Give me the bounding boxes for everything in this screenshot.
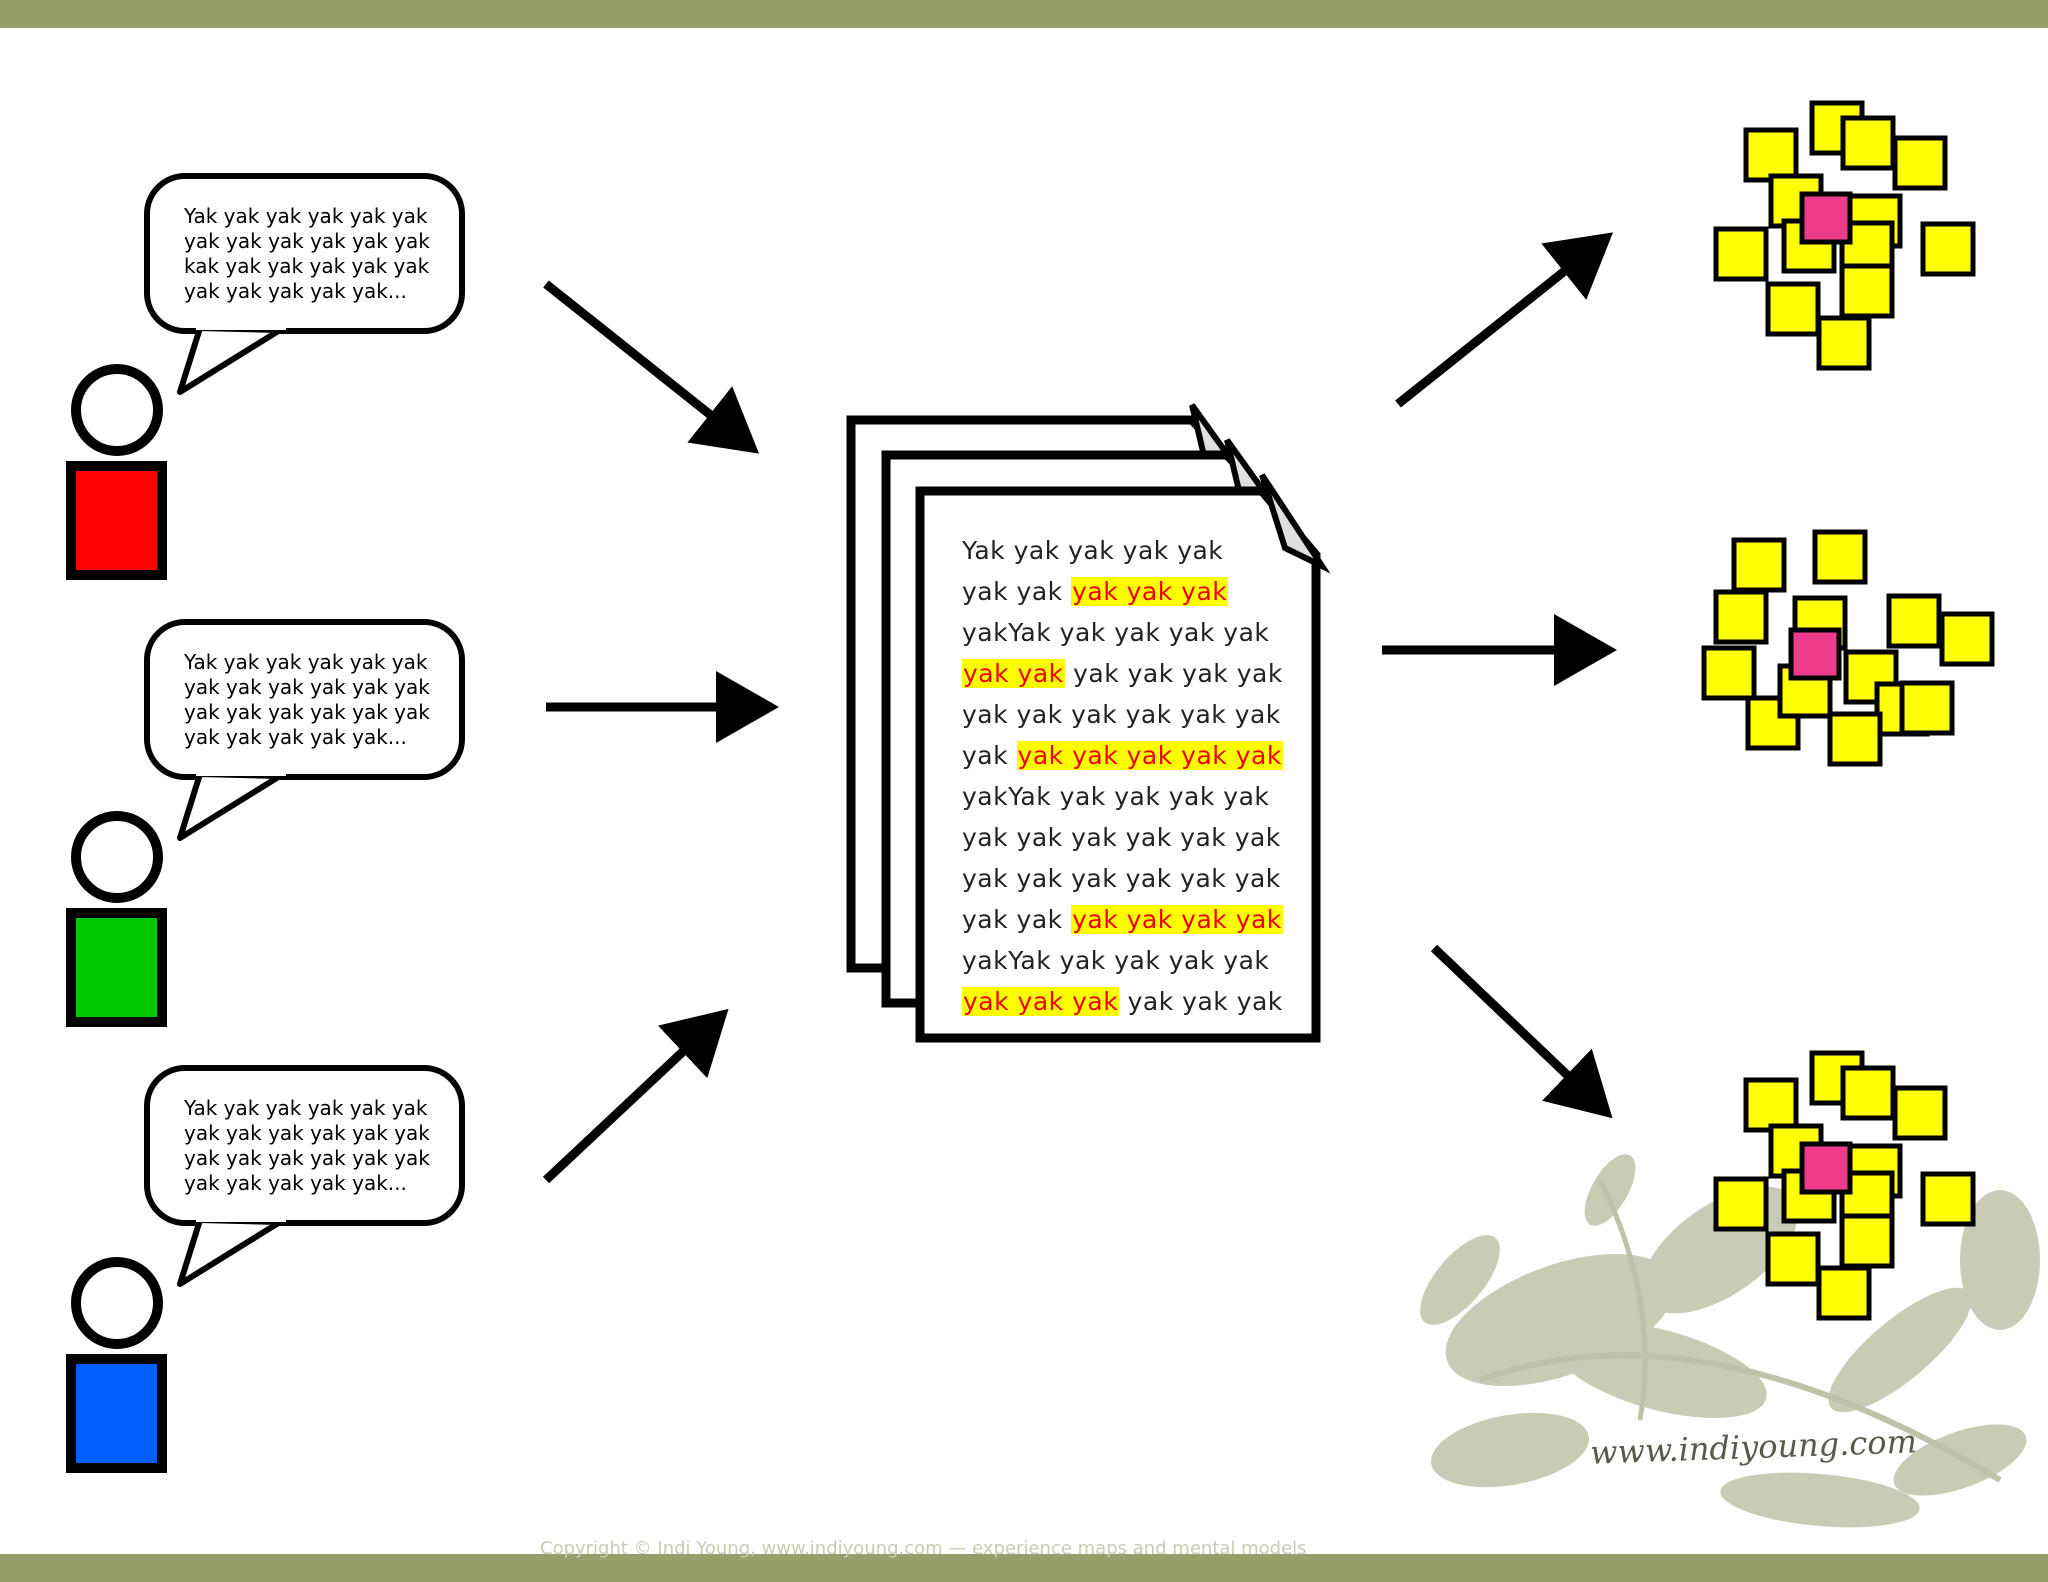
document-line: yak yak yak yak yak yak [962,823,1281,852]
sticky-note [1892,135,1948,191]
document-line: yakYak yak yak yak yak [962,618,1270,647]
speech-line: Yak yak yak yak yak yak [184,204,428,228]
sticky-note [1816,315,1872,371]
speech-line: yak yak yak yak yak yak [184,675,430,699]
document-line: yakYak yak yak yak yak [962,782,1270,811]
sticky-note [1892,1085,1948,1141]
top-band [0,0,2048,28]
sticky-note [1765,1231,1821,1287]
person-body [66,908,167,1027]
person-red [66,364,167,580]
document-line: yak yak yak yak yak yak [962,700,1281,729]
sticky-note [1816,1265,1872,1321]
sticky-cluster-middle [1701,529,1995,767]
sticky-note [1839,263,1895,319]
sticky-note [1920,1171,1976,1227]
speech-bubble-1: Yak yak yak yak yak yak yak yak yak yak … [184,204,430,304]
speech-line: Yak yak yak yak yak yak [184,1096,428,1120]
sticky-cluster-bottom [1713,1050,1976,1321]
person-body [66,461,167,580]
sticky-note-highlighted [1799,191,1853,245]
sticky-note [1743,127,1799,183]
sticky-note [1839,1213,1895,1269]
sticky-note [1840,115,1896,171]
sticky-note [1939,611,1995,667]
arrow-out-1 [1395,232,1614,408]
person-blue [66,1257,167,1473]
speech-bubble-3: Yak yak yak yak yak yak yak yak yak yak … [184,1096,430,1196]
arrow-in-1 [543,280,760,454]
speech-bubble-shape-2 [144,619,465,841]
document-line: yak yak yak yak yak yak [962,864,1281,893]
document-line: Yak yak yak yak yak [962,536,1224,565]
arrow-in-3 [542,1008,729,1184]
document-line: yakYak yak yak yak yak [962,946,1270,975]
speech-line: yak yak yak yak yak yak [184,1121,430,1145]
speech-bubble-shape-1 [144,173,465,395]
sticky-note [1731,537,1787,593]
sticky-note [1920,221,1976,277]
sticky-note [1886,593,1942,649]
footer-text: Copyright © Indi Young, www.indiyoung.co… [540,1538,1307,1558]
bottom-band [0,1554,2048,1582]
sticky-note [1713,589,1769,645]
sticky-note [1701,645,1757,701]
speech-line: kak yak yak yak yak yak [184,254,430,278]
document-line: yak yak yak yak yak yak [962,987,1283,1016]
speech-line: yak yak yak yak yak... [184,1171,407,1195]
sticky-note [1713,1176,1769,1232]
sticky-note [1827,711,1883,767]
sticky-note [1812,529,1868,585]
sticky-note-highlighted [1799,1141,1853,1195]
sticky-note [1899,680,1955,736]
speech-line: Yak yak yak yak yak yak [184,650,428,674]
person-green [66,811,167,1027]
sticky-note [1713,226,1769,282]
sticky-cluster-top [1713,100,1976,371]
person-body [66,1354,167,1473]
speech-line: yak yak yak yak yak... [184,725,407,749]
sticky-note-highlighted [1788,627,1842,681]
sticky-note [1840,1065,1896,1121]
document-line: yak yak yak yak yak [962,577,1229,606]
speech-line: yak yak yak yak yak... [184,279,407,303]
arrow-out-3 [1430,944,1613,1119]
speech-line: yak yak yak yak yak yak [184,700,430,724]
speech-bubble-2: Yak yak yak yak yak yak yak yak yak yak … [184,650,430,750]
speech-line: yak yak yak yak yak yak [184,229,430,253]
document-text: Yak yak yak yak yak yak yak yak yak yak … [962,530,1283,1022]
speech-line: yak yak yak yak yak yak [184,1146,430,1170]
document-line: yak yak yak yak yak yak [962,905,1283,934]
document-line: yak yak yak yak yak yak [962,659,1283,688]
sticky-note [1765,281,1821,337]
speech-bubble-shape-3 [144,1065,465,1287]
document-line: yak yak yak yak yak yak [962,741,1283,770]
sticky-note [1743,1077,1799,1133]
floral-decoration [1420,1154,2040,1528]
